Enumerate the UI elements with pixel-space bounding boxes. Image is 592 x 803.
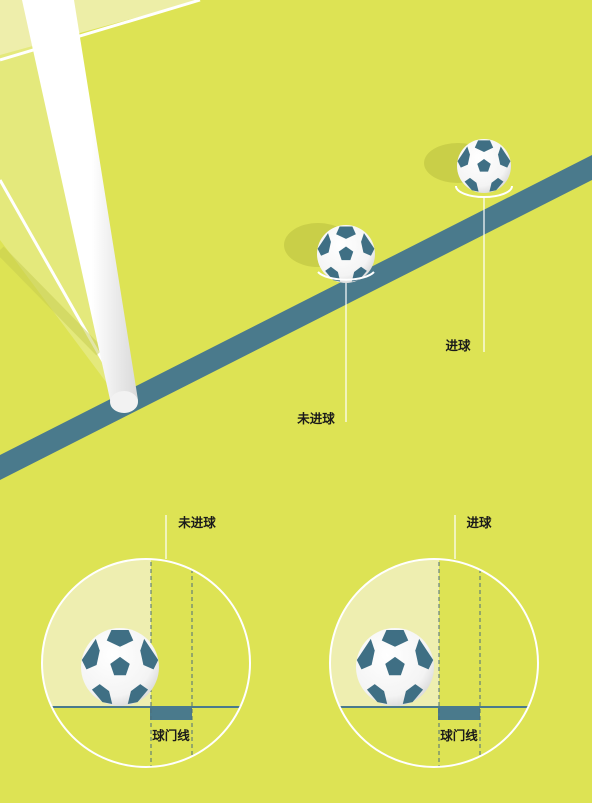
label-not-goal: 未进球 [296, 411, 335, 426]
inset-goal-title: 进球 [466, 515, 492, 530]
inset-ball-left [81, 628, 159, 706]
goal-scene: 未进球 进球 [0, 0, 592, 480]
inset-circle-left [41, 558, 251, 768]
goal-line [0, 155, 592, 480]
inset-circle-right [329, 558, 539, 768]
inset-ball-right [356, 628, 434, 706]
label-goal: 进球 [445, 338, 471, 353]
inset-not-goal: 未进球 球门线 [41, 515, 251, 768]
goal-line-bar-right [438, 707, 480, 720]
ball-goal [424, 139, 513, 352]
goal-line-label-left: 球门线 [152, 728, 190, 743]
goal-post [22, 0, 138, 412]
ball-not-goal [284, 223, 375, 422]
goal-line-bar-left [150, 707, 192, 720]
goal-line-label-right: 球门线 [440, 728, 478, 743]
inset-not-goal-title: 未进球 [177, 515, 216, 530]
goal-net-shade [0, 0, 112, 390]
